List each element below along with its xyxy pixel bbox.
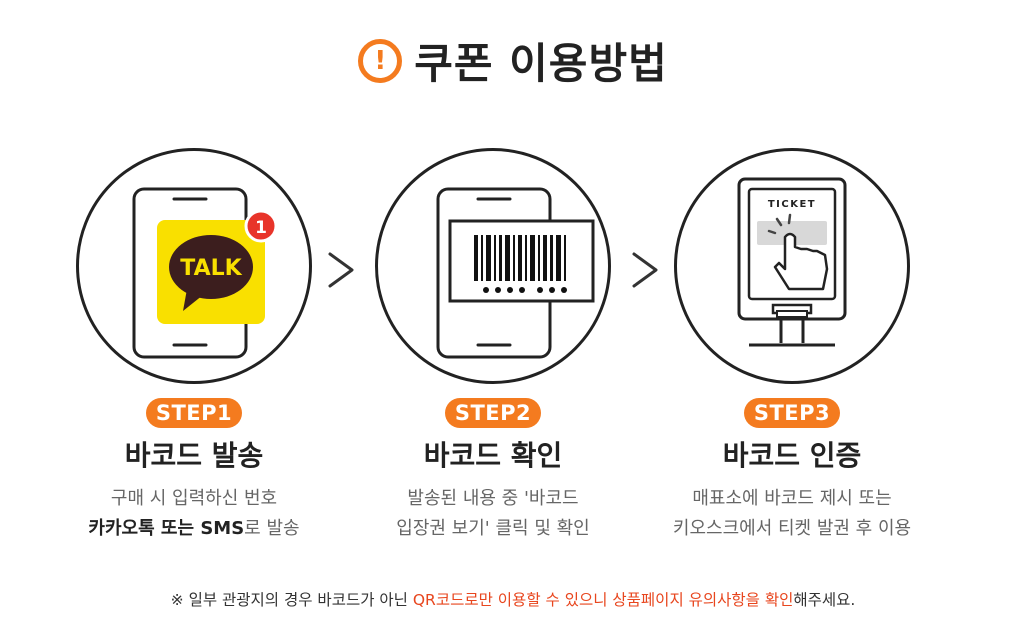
step-3-desc-line2: 키오스크에서 티켓 발권 후 이용 bbox=[672, 518, 912, 539]
step-3-title: 바코드 인증 bbox=[722, 439, 862, 472]
step-3: TICKET STEP3 바코드 인증 매표소에 바코드 제시 또는 키오스크에… bbox=[672, 148, 912, 544]
step-2-illustration bbox=[375, 148, 611, 384]
step-2: STEP2 바코드 확인 발송된 내용 중 '바코드 입장권 보기' 클릭 및 … bbox=[373, 148, 613, 544]
chevron-right-icon bbox=[632, 252, 658, 288]
step-1-illustration: TALK 1 bbox=[76, 148, 312, 384]
phone-with-kakaotalk-icon: TALK 1 bbox=[132, 187, 278, 359]
ticket-kiosk-icon: TICKET bbox=[737, 177, 847, 347]
talk-label: TALK bbox=[180, 256, 242, 281]
step-2-title: 바코드 확인 bbox=[423, 439, 563, 472]
step-3-description: 매표소에 바코드 제시 또는 키오스크에서 티켓 발권 후 이용 bbox=[672, 484, 912, 544]
notice-suffix: 해주세요. bbox=[793, 591, 856, 609]
exclamation-circle-icon: ! bbox=[358, 38, 403, 83]
ticket-label: TICKET bbox=[768, 199, 816, 210]
chevron-right-icon bbox=[328, 252, 354, 288]
step-1-title: 바코드 발송 bbox=[124, 439, 264, 472]
phone-with-barcode-icon bbox=[436, 187, 595, 359]
step-1-desc-bold: 카카오톡 또는 SMS bbox=[88, 518, 245, 539]
notice-prefix: ※ 일부 관광지의 경우 바코드가 아닌 bbox=[170, 591, 413, 609]
step-3-illustration: TICKET bbox=[674, 148, 910, 384]
notice-highlight: QR코드로만 이용할 수 있으니 상품페이지 유의사항을 확인 bbox=[412, 591, 794, 609]
step-1-description: 구매 시 입력하신 번호 카카오톡 또는 SMS로 발송 bbox=[74, 484, 314, 544]
step-1-badge: STEP1 bbox=[146, 398, 242, 428]
step-1-desc-line2: 카카오톡 또는 SMS로 발송 bbox=[74, 514, 314, 544]
step-1: TALK 1 STEP1 바코드 발송 구매 시 입력하신 번호 카카오톡 또는… bbox=[74, 148, 314, 544]
step-3-badge: STEP3 bbox=[744, 398, 840, 428]
step-2-badge: STEP2 bbox=[445, 398, 541, 428]
step-2-description: 발송된 내용 중 '바코드 입장권 보기' 클릭 및 확인 bbox=[373, 484, 613, 544]
step-1-desc-line1: 구매 시 입력하신 번호 bbox=[110, 488, 278, 509]
step-3-desc-line1: 매표소에 바코드 제시 또는 bbox=[692, 488, 892, 509]
step-2-desc-line2: 입장권 보기' 클릭 및 확인 bbox=[396, 518, 590, 539]
step-2-desc-line1: 발송된 내용 중 '바코드 bbox=[407, 488, 579, 509]
page-title-text: 쿠폰 이용방법 bbox=[414, 39, 668, 88]
notification-count: 1 bbox=[255, 218, 267, 238]
notice-text: ※ 일부 관광지의 경우 바코드가 아닌 QR코드로만 이용할 수 있으니 상품… bbox=[0, 588, 1026, 610]
page-title: ! 쿠폰 이용방법 bbox=[0, 30, 1026, 91]
step-1-desc-rest: 로 발송 bbox=[244, 518, 300, 539]
